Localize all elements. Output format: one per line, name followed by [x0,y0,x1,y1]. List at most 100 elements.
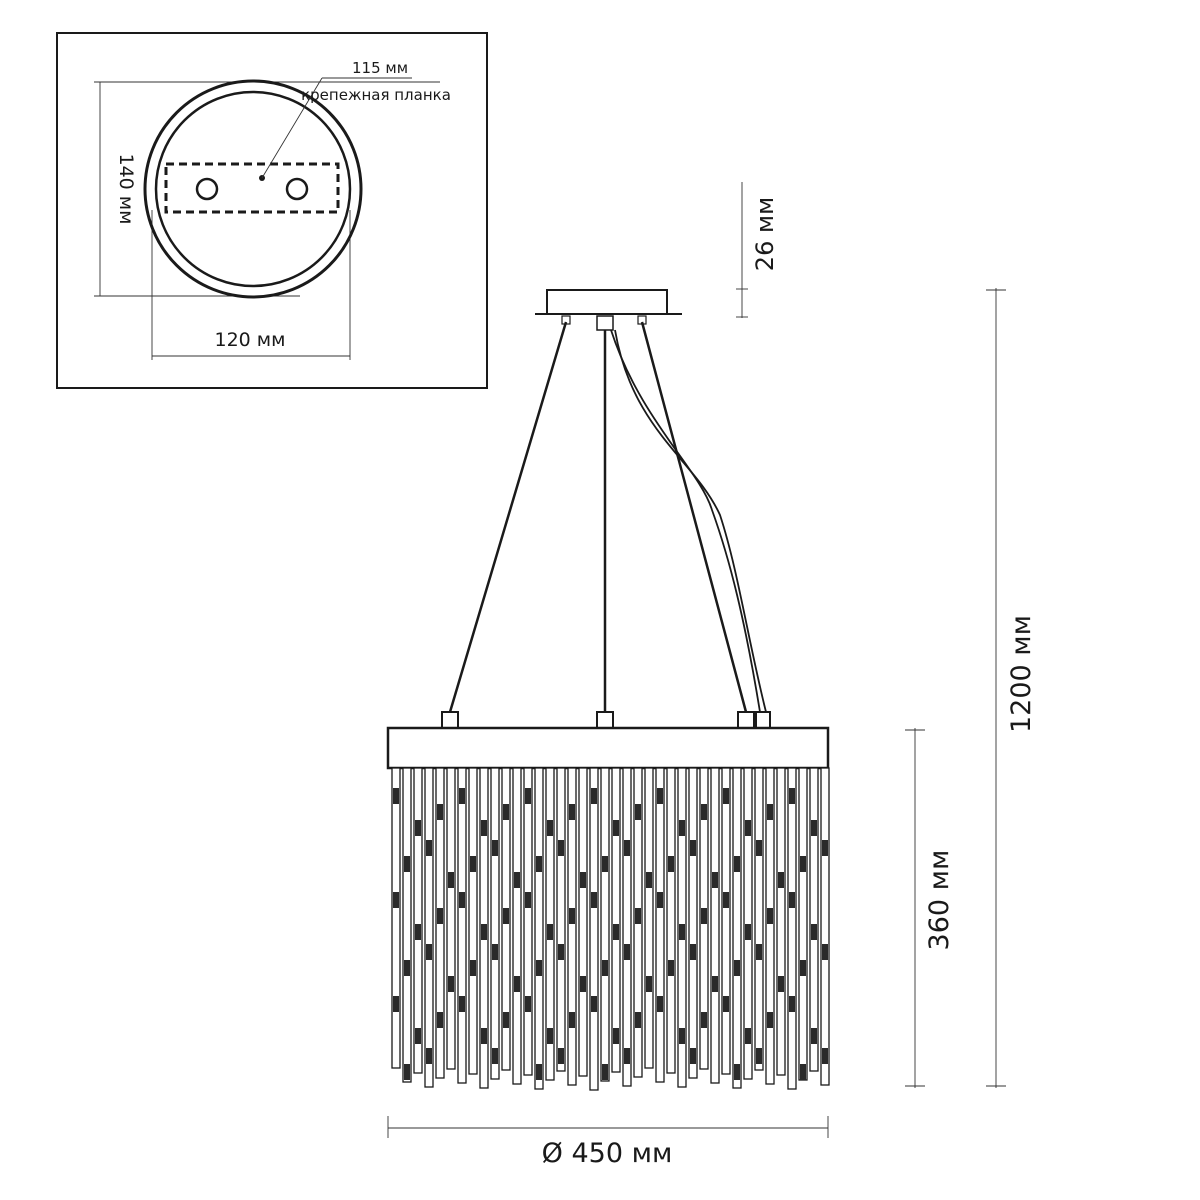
crystal-bead [536,960,542,976]
crystal-bead [481,820,487,836]
crystal-bead [701,804,707,820]
crystal-bead [800,856,806,872]
crystal-bead [789,892,795,908]
crystal-strand [402,767,412,1083]
crystal-bead [745,820,751,836]
crystal-bead [646,872,652,888]
crystal-strand [589,767,599,1091]
crystal-bead [437,804,443,820]
crystal-bead [569,804,575,820]
crystal-bead [690,944,696,960]
crystal-bead [536,1064,542,1080]
canopy-height-dimension: 26 мм [736,182,779,318]
crystal-strand [820,767,830,1086]
crystal-bead [492,944,498,960]
crystal-bead [756,1048,762,1064]
diameter-dimension: Ø 450 мм [387,1116,829,1169]
ceiling-canopy [535,289,682,331]
crystal-strand [413,767,423,1074]
cable-right [640,321,748,713]
crystal-bead [635,804,641,820]
crystal-strand [765,767,775,1085]
canopy-height-label: 26 мм [751,197,779,271]
crystal-bead [591,892,597,908]
crystal-bead [778,976,784,992]
crystal-strand [468,767,478,1075]
crystal-bead [646,976,652,992]
inset-width-label: 120 мм [215,329,286,351]
crystal-bead [492,1048,498,1064]
crystal-bead [679,924,685,940]
crystal-bead [657,788,663,804]
crystal-bead [525,996,531,1012]
crystal-bead [822,944,828,960]
crystal-strand [523,767,533,1076]
crystal-bead [602,960,608,976]
crystal-bead [613,1028,619,1044]
crystal-bead [701,1012,707,1028]
mounting-hole-left [195,177,219,201]
crystal-strand [457,767,467,1084]
crystal-bead [393,892,399,908]
crystal-bead [613,924,619,940]
crystal-bead [470,960,476,976]
leader-line [261,77,323,179]
crystal-bead [569,1012,575,1028]
crystal-strand [644,767,654,1069]
crystal-bead [602,856,608,872]
crystal-bead [789,788,795,804]
crystal-bead [624,1048,630,1064]
suspension-cables [448,321,767,713]
crystal-strand [446,767,456,1070]
body-height-label: 360 мм [924,850,955,951]
crystal-bead [800,1064,806,1080]
crystal-bead [602,1064,608,1080]
crystal-bead [811,1028,817,1044]
crystal-bead [690,1048,696,1064]
crystal-bead [723,788,729,804]
crystal-bead [536,856,542,872]
crystal-bead [668,856,674,872]
crystal-bead [404,960,410,976]
crystal-bead [767,1012,773,1028]
crystal-bead [481,924,487,940]
crystal-bead [701,908,707,924]
plate-size-label: 115 мм [352,59,408,77]
crystal-strand [600,767,610,1082]
crystal-strand [798,767,808,1081]
crystal-bead [734,1064,740,1080]
crystal-strand [743,767,753,1080]
crystal-bead [492,840,498,856]
crystal-bead [822,840,828,856]
crystal-bead [712,872,718,888]
crystal-bead [393,996,399,1012]
crystal-bead [415,1028,421,1044]
crystal-bead [426,1048,432,1064]
ring-band [386,726,830,770]
crystal-bead [811,924,817,940]
crystal-bead [800,960,806,976]
mounting-hole-right [285,177,309,201]
crystal-bead [459,892,465,908]
crystal-bead [514,976,520,992]
crystal-bead [723,892,729,908]
crystal-bead [580,872,586,888]
crystal-strand [567,767,577,1086]
crystal-bead [569,908,575,924]
crystal-bead [613,820,619,836]
canopy-outer-circle [143,79,363,299]
crystal-bead [426,944,432,960]
crystal-bead [404,1064,410,1080]
crystal-strand [809,767,819,1072]
crystal-bead [525,892,531,908]
crystal-bead [811,820,817,836]
crystal-strand [424,767,434,1088]
crystal-bead [404,856,410,872]
crystal-bead [745,924,751,940]
crystal-bead [624,840,630,856]
canopy-body [546,289,668,315]
crystal-strand [534,767,544,1090]
inset-height-label: 140 мм [115,154,137,225]
crystal-strand [512,767,522,1085]
